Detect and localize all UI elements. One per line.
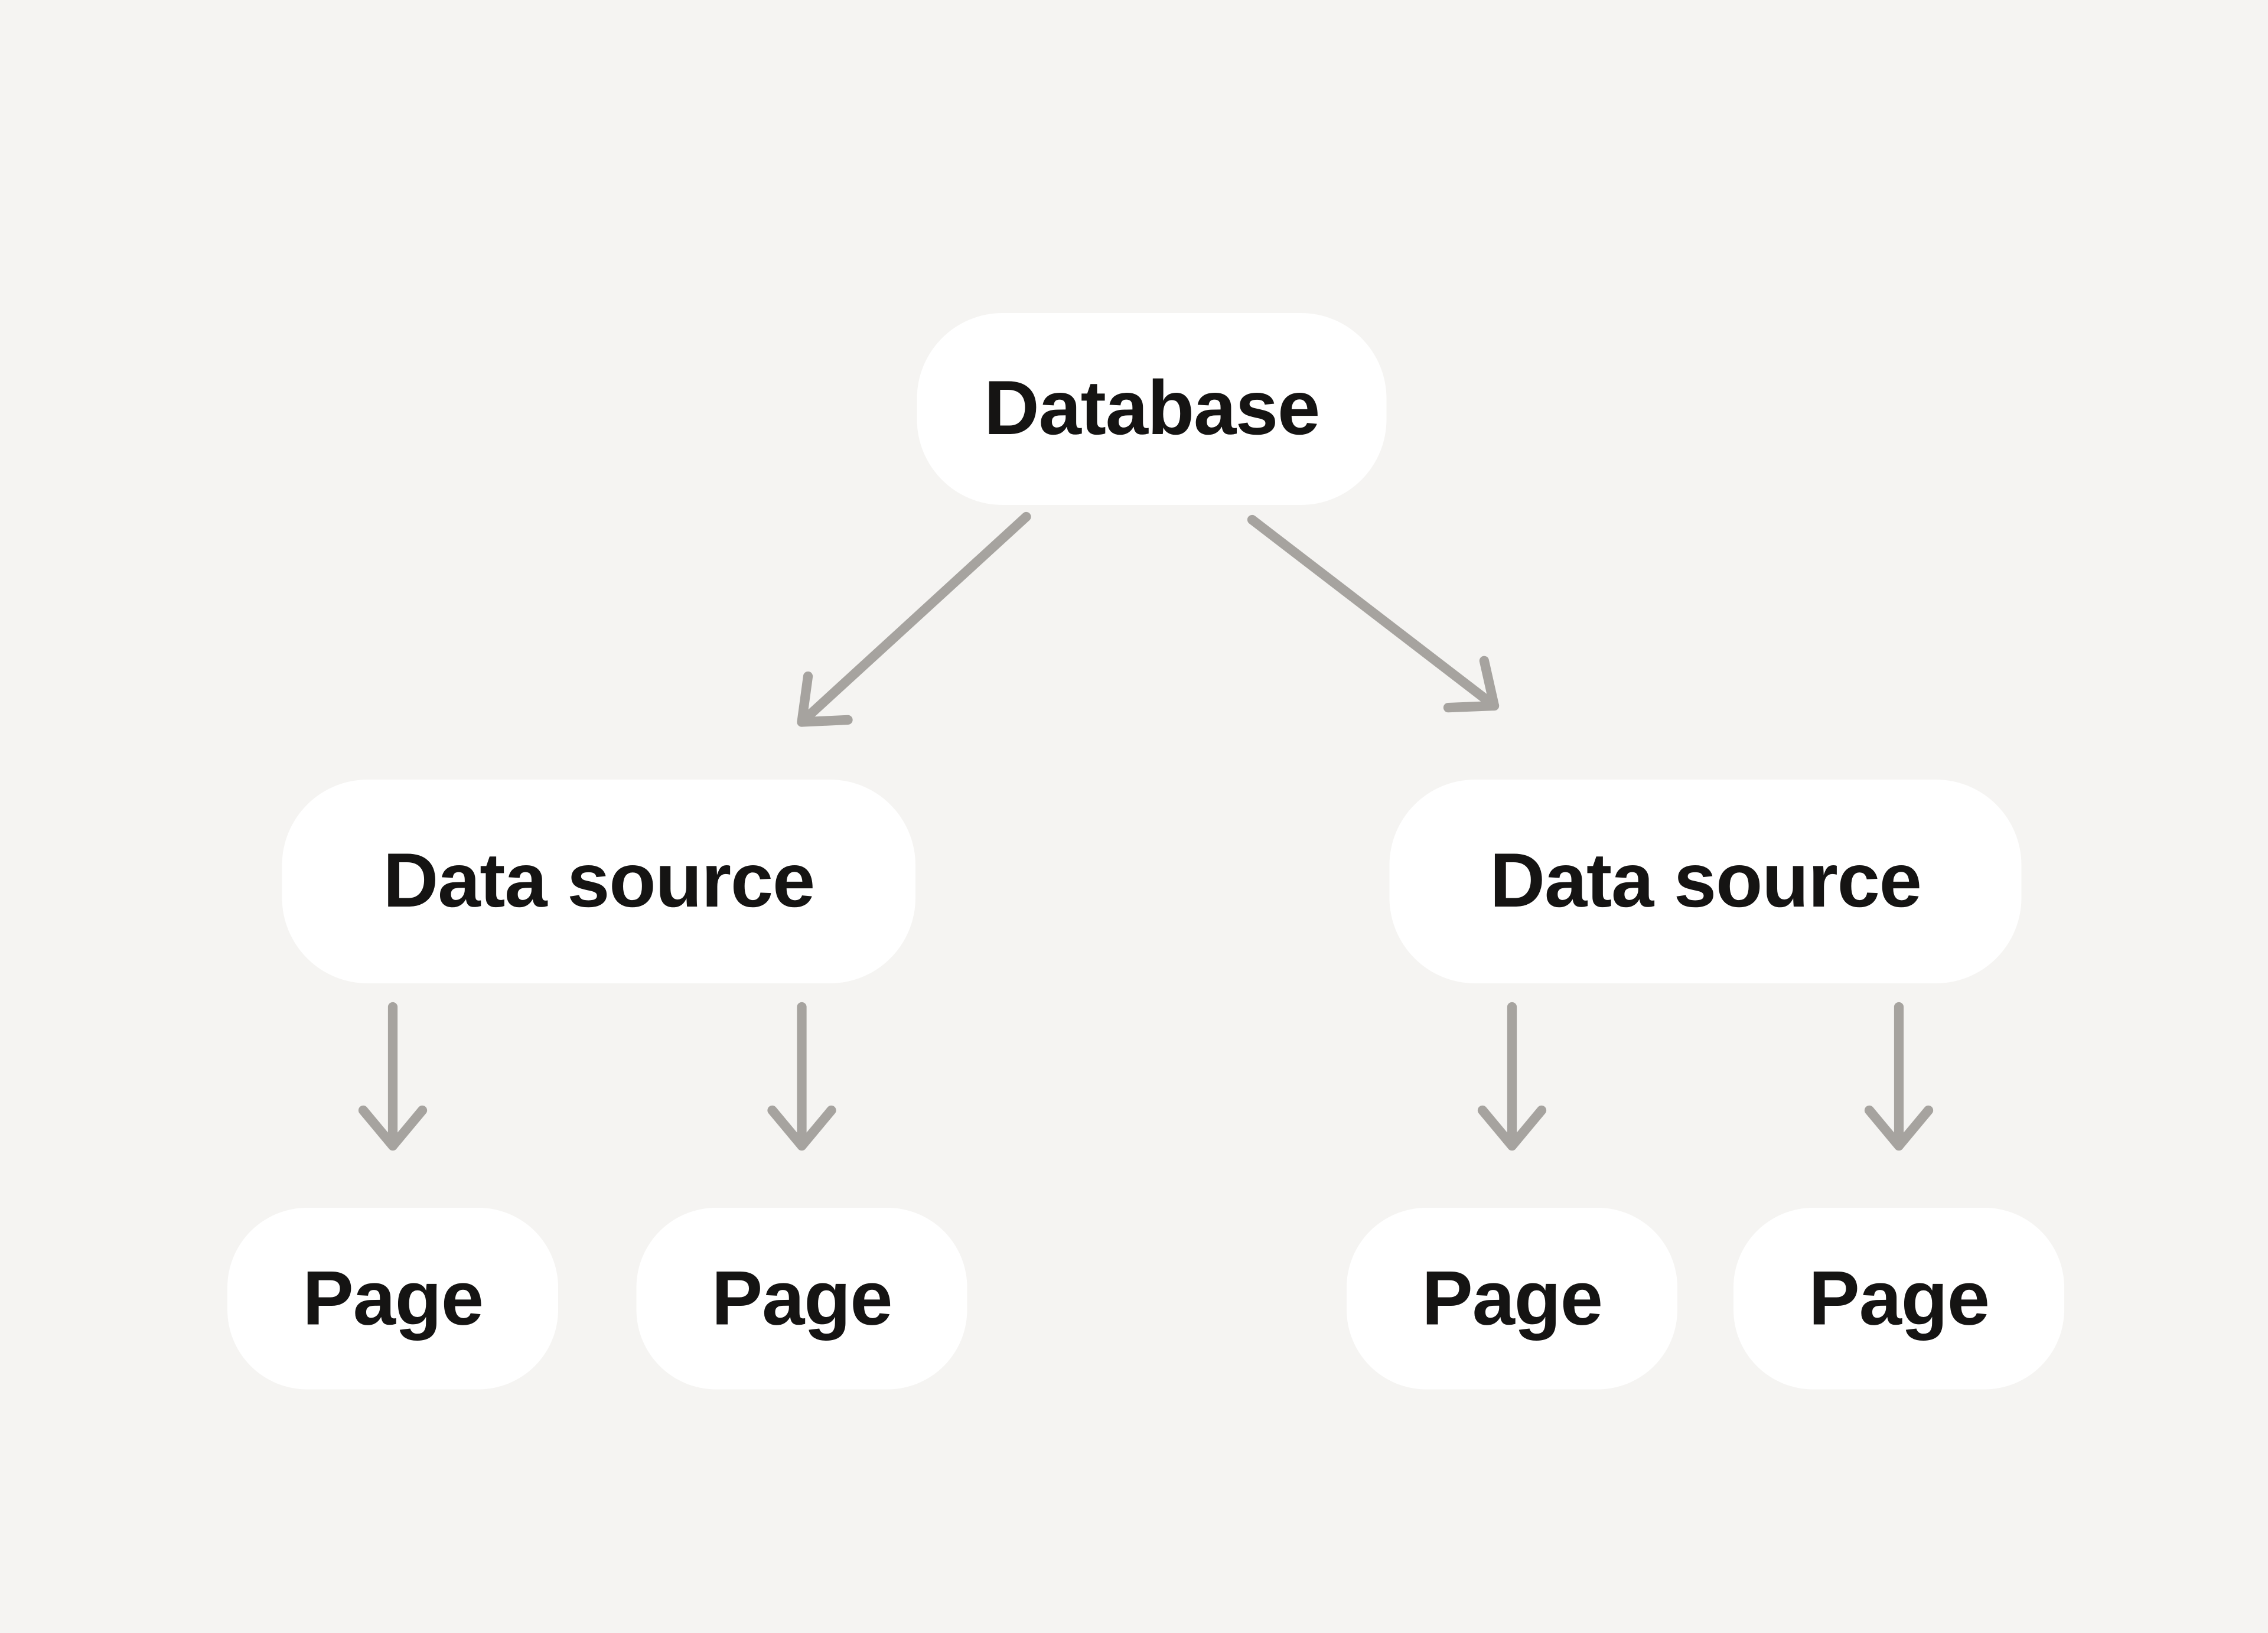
node-database-label: Database [983, 366, 1320, 452]
node-page-1: Page [227, 1208, 558, 1390]
node-data-source-right-label: Data source [1490, 839, 1922, 924]
node-page-4-label: Page [1808, 1256, 1990, 1342]
arrow-database-to-data-source-right [1247, 514, 1500, 713]
node-database: Database [917, 313, 1387, 505]
node-page-2-label: Page [711, 1256, 893, 1342]
node-page-2: Page [636, 1208, 967, 1390]
node-page-1-label: Page [302, 1256, 484, 1342]
node-page-3-label: Page [1422, 1256, 1603, 1342]
node-data-source-left: Data source [282, 780, 915, 983]
arrow-database-to-data-source-left [797, 511, 1031, 727]
node-data-source-left-label: Data source [383, 839, 816, 924]
node-page-3: Page [1347, 1208, 1677, 1390]
node-data-source-right: Data source [1389, 780, 2022, 983]
node-page-4: Page [1733, 1208, 2064, 1390]
